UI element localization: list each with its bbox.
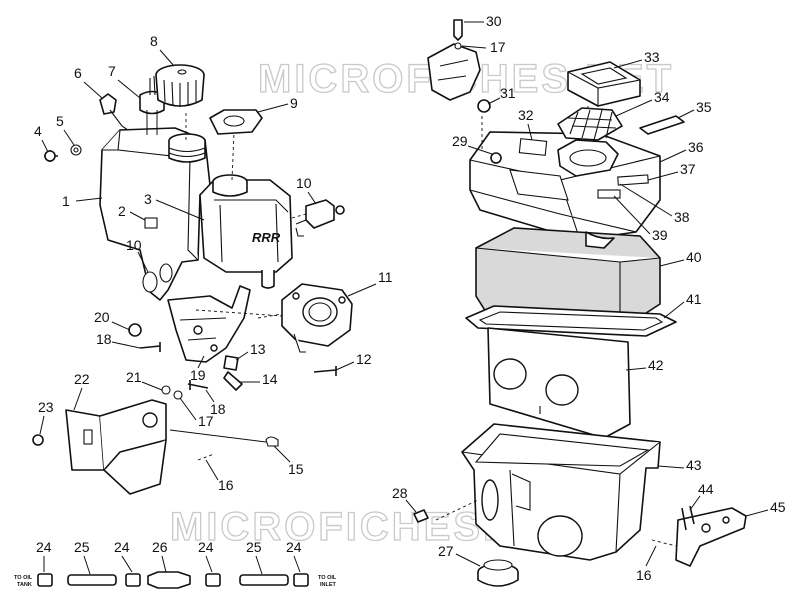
air-intake-bracket [427,19,491,113]
gasket [209,109,263,135]
callout-17b: 17 [490,39,506,55]
fittings-row [37,571,309,589]
drain-cap [477,559,519,587]
callout-20: 20 [94,309,110,325]
callout-32: 32 [518,107,534,123]
callout-2: 2 [118,203,126,219]
seal-strip [639,115,685,135]
intake-silencer [567,61,641,107]
callout-18b: 18 [210,401,226,417]
oil-line-notes: TO OIL TANK TO OIL INLET [14,575,337,588]
callout-45: 45 [770,499,786,515]
tank-cap [155,64,205,107]
callout-5: 5 [56,113,64,129]
callout-1: 1 [62,193,70,209]
note-to-oil-inlet-1: TO OIL [318,575,337,581]
callout-12: 12 [356,351,372,367]
callout-40: 40 [686,249,702,265]
callout-37: 37 [680,161,696,177]
note-to-oil-tank-2: TANK [17,582,32,588]
callout-28: 28 [392,485,408,501]
warning-label-2 [144,217,158,229]
callout-19: 19 [190,367,206,383]
drain-valve [295,199,345,237]
clip-28 [413,509,429,523]
callout-27: 27 [438,543,454,559]
callout-9: 9 [290,95,298,111]
callout-18a: 18 [96,331,112,347]
airbox-base [461,423,661,561]
callout-24c: 24 [198,539,214,555]
hose-assembly [169,429,279,461]
strap-bracket [651,505,747,567]
callout-23: 23 [38,399,54,415]
callout-3: 3 [144,191,152,207]
callouts: 1 2 3 4 5 6 7 8 9 10 10 11 12 [34,13,786,583]
callout-8: 8 [150,33,158,49]
fasteners-left [44,144,337,400]
callout-26: 26 [152,539,168,555]
callout-33: 33 [644,49,660,65]
callout-6: 6 [74,65,82,81]
oil-tank [99,127,211,301]
callout-41: 41 [686,291,702,307]
callout-11: 11 [378,269,393,285]
callout-42: 42 [648,357,664,373]
filter-gasket [465,305,677,337]
mounting-bracket-22 [32,399,167,495]
carburetor-adapter [281,283,353,353]
brand-decal: RRR [252,230,281,245]
callout-16b: 16 [636,567,652,583]
callout-16a: 16 [218,477,234,493]
callout-10a: 10 [126,237,142,253]
intake-screen [557,107,623,141]
callout-21: 21 [126,369,142,385]
callout-17a: 17 [198,413,214,429]
callout-25a: 25 [74,539,90,555]
callout-13: 13 [250,341,266,357]
callout-39: 39 [652,227,668,243]
oil-reservoir: RRR [199,174,293,289]
callout-29: 29 [452,133,468,149]
callout-24a: 24 [36,539,52,555]
callout-30: 30 [486,13,502,29]
callout-38: 38 [674,209,690,225]
callout-14: 14 [262,371,278,387]
callout-44: 44 [698,481,714,497]
note-to-oil-inlet-2: INLET [320,582,337,588]
note-to-oil-tank-1: TO OIL [14,575,33,581]
assembly-lines-left [185,112,307,319]
callout-24d: 24 [286,539,302,555]
callout-24b: 24 [114,539,130,555]
callout-25b: 25 [246,539,262,555]
filter-plate [487,327,631,439]
callout-4: 4 [34,123,42,139]
assembly-lines-right [435,106,589,521]
foam-filter [475,227,661,331]
callout-34: 34 [654,89,670,105]
callout-35: 35 [696,99,712,115]
callout-36: 36 [688,139,704,155]
level-sensor [99,75,165,135]
callout-15: 15 [288,461,304,477]
mounting-bracket-19 [167,285,251,363]
callout-43: 43 [686,457,702,473]
callout-7: 7 [108,63,116,79]
callout-22: 22 [74,371,90,387]
callout-31: 31 [500,85,516,101]
intake-duct [557,139,619,177]
callout-10b: 10 [296,175,312,191]
